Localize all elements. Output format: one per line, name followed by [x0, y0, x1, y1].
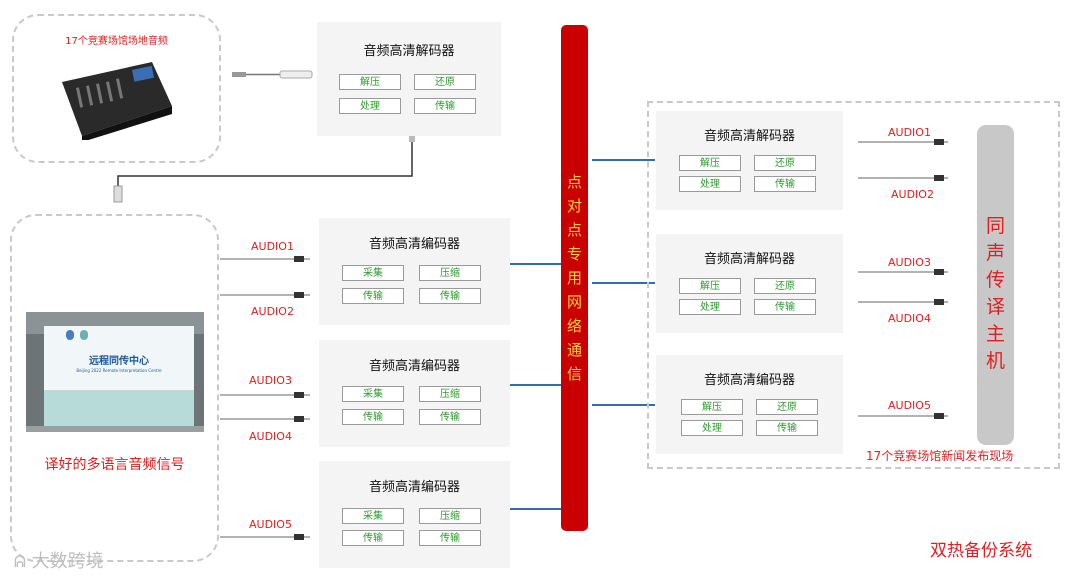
encoder-2-input-label: AUDIO3	[249, 374, 292, 387]
backbone-label-char: 信	[566, 365, 582, 383]
right-unit-card-2: 音频高清解码器 解压 还原 处理 传输	[656, 234, 843, 333]
backbone-label-char: 用	[566, 269, 582, 287]
encoder-title: 音频高清编码器	[368, 480, 460, 495]
backbone-label: 点对点专用网络通信	[561, 170, 588, 386]
right-unit-tag: 还原	[756, 399, 818, 415]
right-unit-tag: 还原	[754, 155, 816, 171]
right-unit-tag: 传输	[754, 299, 816, 315]
right-unit-tag: 处理	[681, 420, 743, 436]
top-decoder-tag: 还原	[414, 74, 476, 90]
encoder-tag: 采集	[342, 265, 404, 281]
backbone-label-char: 专	[566, 245, 582, 263]
encoder-tag: 压缩	[419, 508, 481, 524]
right-unit-tag: 解压	[679, 278, 741, 294]
top-decoder-title: 音频高清解码器	[363, 44, 455, 59]
top-decoder-tag: 传输	[414, 98, 476, 114]
right-audio-cables	[858, 141, 948, 417]
watermark-text: 大数跨境	[31, 551, 104, 572]
right-unit-1-output-label: AUDIO2	[891, 188, 934, 201]
backbone-label-char: 网	[566, 293, 582, 311]
backbone-label-char: 络	[566, 317, 582, 335]
encoder-tag: 传输	[342, 530, 404, 546]
encoder-title: 音频高清编码器	[368, 237, 460, 252]
encoder-tag: 传输	[342, 409, 404, 425]
encoder-card-2: 音频高清编码器 采集 压缩 传输 传输	[319, 340, 510, 447]
right-unit-tag: 还原	[754, 278, 816, 294]
right-unit-tag: 处理	[679, 176, 741, 192]
top-decoder-card: 音频高清解码器 解压 还原 处理 传输	[317, 22, 501, 136]
backbone-label-char: 点	[566, 173, 582, 191]
backbone-label-char: 对	[566, 197, 582, 215]
right-unit-tag: 解压	[681, 399, 743, 415]
encoder-3-input-label: AUDIO5	[249, 518, 292, 531]
host-label-char: 传	[985, 269, 1005, 291]
interpretation-host: 同声传译主机	[977, 125, 1014, 445]
host-label-char: 声	[985, 242, 1005, 264]
top-venue-label: 17个竞赛场馆场地音频	[65, 36, 168, 47]
encoder-tag: 传输	[342, 288, 404, 304]
top-decoder-tag: 处理	[339, 98, 401, 114]
encoder-tag: 压缩	[419, 386, 481, 402]
watermark: ᕱ 大数跨境	[14, 547, 104, 573]
right-unit-2-output-label: AUDIO4	[888, 312, 931, 325]
right-unit-1-output-label: AUDIO1	[888, 126, 931, 139]
encoder-tag: 采集	[342, 386, 404, 402]
right-unit-title: 音频高清编码器	[703, 373, 795, 388]
right-unit-2-output-label: AUDIO3	[888, 256, 931, 269]
backbone-label-char: 点	[566, 221, 582, 239]
host-label-char: 主	[985, 323, 1005, 345]
encoder-2-input-label: AUDIO4	[249, 430, 292, 443]
right-unit-title: 音频高清解码器	[703, 252, 795, 267]
center-caption: 译好的多语言音频信号	[44, 457, 185, 473]
host-label-char: 译	[985, 296, 1005, 318]
encoder-tag: 传输	[419, 288, 481, 304]
encoder-title: 音频高清编码器	[368, 359, 460, 374]
right-unit-tag: 解压	[679, 155, 741, 171]
encoder-tag: 采集	[342, 508, 404, 524]
right-unit-tag: 处理	[679, 299, 741, 315]
host-label: 同声传译主机	[977, 213, 1014, 375]
audio-mixer-icon	[62, 62, 172, 140]
watermark-logo-icon: ᕱ	[14, 552, 26, 571]
interpretation-center-photo: 远程同传中心 Beijing 2022 Remote Interpretatio…	[26, 312, 204, 432]
press-venue-area	[647, 101, 1060, 469]
sign-title: 远程同传中心	[89, 356, 149, 367]
encoder-tag: 压缩	[419, 265, 481, 281]
right-unit-tag: 传输	[756, 420, 818, 436]
interpretation-center-box: 远程同传中心 Beijing 2022 Remote Interpretatio…	[10, 214, 219, 562]
host-label-char: 机	[985, 350, 1005, 372]
encoder-tag: 传输	[419, 530, 481, 546]
encoder-1-input-label: AUDIO1	[251, 240, 294, 253]
system-label: 双热备份系统	[930, 541, 1032, 561]
backbone-label-char: 通	[566, 341, 582, 359]
right-unit-card-1: 音频高清解码器 解压 还原 处理 传输	[656, 111, 843, 210]
encoder-card-3: 音频高清编码器 采集 压缩 传输 传输	[319, 461, 510, 568]
encoder-1-input-label: AUDIO2	[251, 305, 294, 318]
right-unit-card-3: 音频高清编码器 解压 还原 处理 传输	[656, 355, 843, 454]
press-venue-caption: 17个竞赛场馆新闻发布现场	[866, 449, 1014, 463]
right-unit-tag: 传输	[754, 176, 816, 192]
right-unit-3-output-label: AUDIO5	[888, 399, 931, 412]
encoder-card-1: 音频高清编码器 采集 压缩 传输 传输	[319, 218, 510, 325]
sign-subtitle: Beijing 2022 Remote Interpretation Centr…	[76, 368, 162, 373]
encoder-tag: 传输	[419, 409, 481, 425]
top-decoder-tag: 解压	[339, 74, 401, 90]
host-label-char: 同	[985, 215, 1005, 237]
p2p-network-backbone: 点对点专用网络通信	[561, 25, 588, 531]
right-unit-title: 音频高清解码器	[703, 129, 795, 144]
top-venue-box: 17个竞赛场馆场地音频	[12, 14, 221, 163]
mixer-cable	[232, 70, 313, 79]
